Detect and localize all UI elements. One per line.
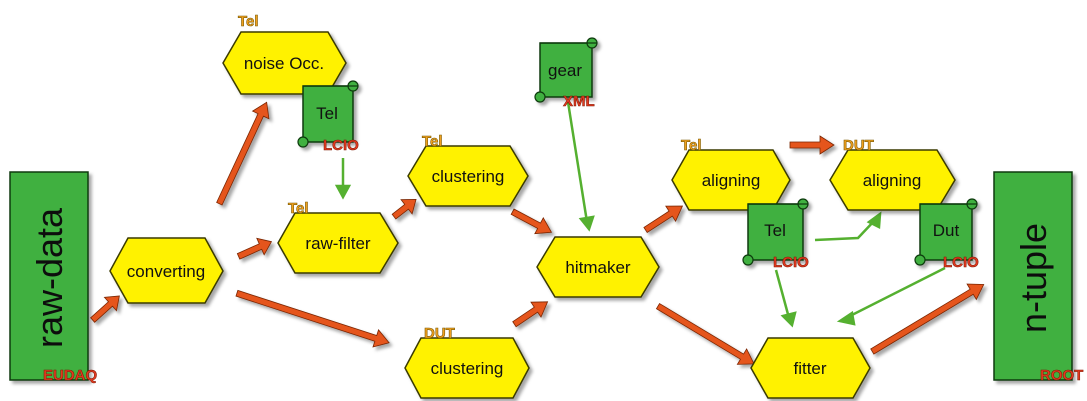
file-dut-lcio-format: LCIO — [943, 254, 979, 271]
clustering-tel-label: clustering — [432, 167, 505, 186]
orange-arrows — [90, 101, 985, 365]
noise-occ-tag: Tel — [238, 13, 259, 30]
raw-filter-tag: Tel — [288, 200, 309, 217]
arrow-raw-to-converting — [90, 295, 120, 323]
processor-hitmaker: hitmaker — [536, 236, 660, 298]
processor-fitter: fitter — [750, 337, 871, 399]
clustering-dut-tag: DUT — [424, 325, 455, 342]
aligning-dut-label: aligning — [863, 171, 922, 190]
ntuple-box: n-tuple — [993, 171, 1073, 381]
file-tel-lcio-1-label: Tel — [316, 104, 338, 123]
file-dut-lcio: Dut LCIO — [914, 198, 979, 271]
converting-label: converting — [127, 262, 205, 281]
processor-noise-occ: noise Occ. Tel — [222, 13, 347, 95]
noise-occ-label: noise Occ. — [244, 54, 324, 73]
raw-filter-label: raw-filter — [305, 234, 371, 253]
raw-data-format: EUDAQ — [43, 367, 98, 384]
arrow-hitmaker-to-fitter — [655, 303, 755, 365]
arrow-fitter-to-ntuple — [870, 283, 985, 355]
processor-raw-filter: raw-filter Tel — [277, 200, 399, 274]
arrow-hitmaker-to-aligning — [643, 205, 684, 234]
arrow-dut-clustering-to-hitmaker — [512, 301, 549, 328]
processor-aligning-tel: aligning Tel — [671, 137, 791, 211]
processor-clustering-tel: clustering Tel — [407, 133, 529, 207]
file-gear-xml: gear XML — [534, 37, 598, 110]
processor-clustering-dut: clustering DUT — [404, 325, 530, 399]
green-arrows — [334, 101, 946, 328]
file-gear-xml-format: XML — [563, 93, 595, 110]
arrow-aligning-to-dut-aligning — [789, 135, 835, 155]
arrow-converting-to-rawfilter — [236, 237, 273, 260]
arrow-rawfilter-to-clustering — [391, 198, 417, 220]
ntuple-label: n-tuple — [1013, 223, 1054, 333]
file-tel-lcio-2: Tel LCIO — [742, 198, 809, 271]
clustering-tel-tag: Tel — [422, 133, 443, 150]
file-tel-lcio-1-format: LCIO — [323, 137, 359, 154]
processor-aligning-dut: aligning DUT — [829, 137, 956, 211]
hitmaker-label: hitmaker — [565, 258, 631, 277]
file-dut-lcio-label: Dut — [933, 221, 960, 240]
arrow-clustering-to-hitmaker — [510, 208, 553, 235]
processor-converting: converting — [109, 237, 224, 304]
arrow-converting-to-noise — [216, 101, 270, 206]
file-tel-lcio-2-label: Tel — [764, 221, 786, 240]
raw-data-label: raw-data — [29, 207, 70, 348]
fitter-label: fitter — [793, 359, 826, 378]
file-tel-lcio-1: Tel LCIO — [297, 80, 359, 154]
raw-data-box: raw-data — [9, 171, 89, 381]
aligning-dut-tag: DUT — [843, 137, 874, 154]
arrow-converting-to-dut-clustering — [235, 289, 390, 348]
ntuple-format: ROOT — [1040, 367, 1083, 384]
aligning-tel-label: aligning — [702, 171, 761, 190]
aligning-tel-tag: Tel — [681, 137, 702, 154]
file-gear-xml-label: gear — [548, 61, 582, 80]
clustering-dut-label: clustering — [431, 359, 504, 378]
file-tel-lcio-2-format: LCIO — [773, 254, 809, 271]
